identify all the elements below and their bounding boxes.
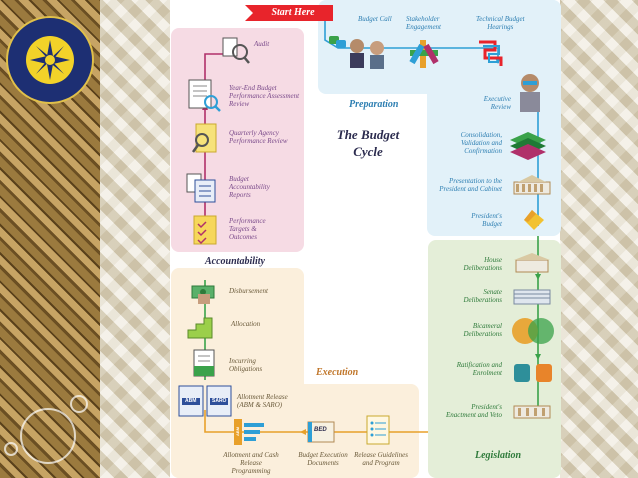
enactment-palace-icon bbox=[512, 400, 552, 420]
audit-magnifier-icon bbox=[221, 36, 251, 66]
allocation-label: Allocation bbox=[231, 320, 261, 328]
incurring-obligations-icon bbox=[190, 348, 218, 378]
senate-building-icon bbox=[512, 286, 552, 306]
execution-label: Execution bbox=[316, 367, 359, 378]
presidential-palace-icon bbox=[512, 174, 552, 196]
house-building-icon bbox=[512, 252, 552, 274]
allocation-stairs-icon bbox=[186, 312, 218, 340]
abm-vertical-text: ABM bbox=[235, 426, 241, 437]
bed-text: BED bbox=[314, 427, 327, 433]
release-guidelines-icon bbox=[364, 414, 392, 446]
accountability-label: Accountability bbox=[205, 256, 265, 267]
saro-text: SARO bbox=[212, 398, 227, 404]
thumbs-up-down-icon bbox=[512, 358, 554, 388]
accountability-zone bbox=[171, 28, 304, 252]
decorative-dot bbox=[70, 395, 88, 413]
stakeholder-hands-icon bbox=[408, 38, 440, 70]
bed-document-icon: BED bbox=[306, 420, 336, 444]
accountability-reports-icon bbox=[185, 172, 219, 204]
woven-background-right bbox=[558, 0, 638, 478]
presidents-budget-book-icon bbox=[522, 208, 546, 232]
budget-call-label: Budget Call bbox=[358, 15, 392, 23]
woven-background-left-pale bbox=[100, 0, 170, 478]
allotment-release-label: Allotment Release(ABM & SARO) bbox=[237, 393, 288, 409]
start-here-banner: Start Here bbox=[245, 5, 333, 21]
decorative-dot bbox=[4, 442, 18, 456]
budget-call-people-icon bbox=[347, 36, 387, 70]
consolidation-stack-icon bbox=[508, 130, 548, 162]
college-seal-logo bbox=[6, 16, 94, 104]
year-end-review-icon bbox=[185, 76, 223, 114]
executive-review-icon bbox=[516, 72, 544, 114]
disbursement-label: Disbursement bbox=[229, 287, 268, 295]
decorative-circle bbox=[20, 408, 76, 464]
bicameral-circles-icon bbox=[510, 316, 556, 346]
quarterly-review-icon bbox=[190, 122, 220, 156]
seal-star-icon bbox=[26, 36, 74, 84]
disbursement-cash-icon bbox=[190, 280, 218, 306]
technical-hearings-icon bbox=[475, 38, 505, 70]
audit-label: Audit bbox=[254, 40, 270, 48]
abm-text: ABM bbox=[185, 398, 197, 404]
allotment-cash-programming-icon: ABM bbox=[232, 417, 268, 447]
allotment-release-documents-icon: ABM SARO bbox=[177, 384, 233, 420]
preparation-label: Preparation bbox=[349, 99, 399, 110]
performance-targets-icon bbox=[190, 214, 220, 246]
legislation-label: Legislation bbox=[475, 450, 522, 461]
budget-call-icon bbox=[327, 32, 347, 52]
legislation-zone bbox=[428, 240, 561, 478]
